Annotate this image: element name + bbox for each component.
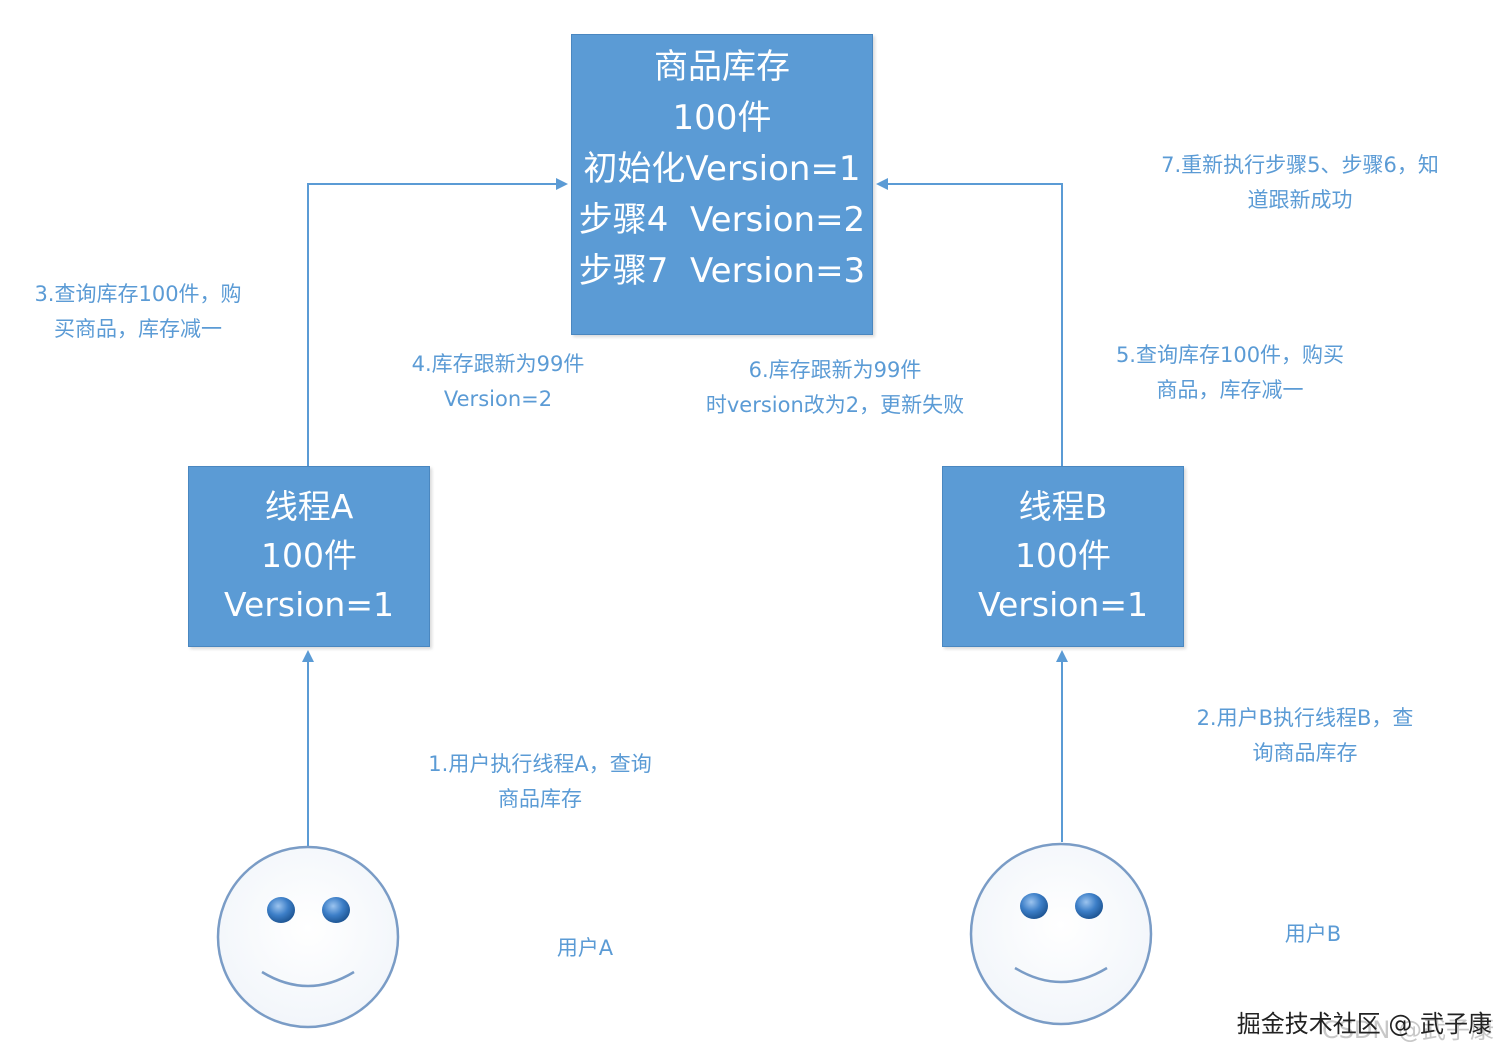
user-a-label: 用户A xyxy=(530,931,640,966)
arrow-thread-b-to-inventory xyxy=(876,178,1063,466)
step5-label-line: 商品，库存减一 xyxy=(1156,378,1304,402)
step1-label-line: 1.用户执行线程A，查询 xyxy=(428,752,652,776)
thread-b-title: 线程B xyxy=(1018,487,1108,526)
step4-label-line: Version=2 xyxy=(443,387,553,411)
step5-label-line: 5.查询库存100件，购买 xyxy=(1115,343,1345,367)
thread-a-title: 线程A xyxy=(264,487,354,526)
user-b-label-text: 用户B xyxy=(1284,922,1342,946)
step2-label-line: 询商品库存 xyxy=(1252,741,1358,765)
thread-b-box: 线程B 100件 Version=1 xyxy=(942,466,1184,647)
step6-label-line: 时version改为2，更新失败 xyxy=(705,393,965,417)
thread-a-box: 线程A 100件 Version=1 xyxy=(188,466,430,647)
inventory-version-init: 初始化Version=1 xyxy=(583,149,861,189)
user-a-label-text: 用户A xyxy=(556,936,614,960)
step1-label-line: 商品库存 xyxy=(498,787,582,811)
inventory-box: 商品库存 100件 初始化Version=1 步骤4 Version=2 步骤7… xyxy=(571,34,873,335)
thread-b-version: Version=1 xyxy=(978,585,1148,624)
step5-label: 5.查询库存100件，购买 商品，库存减一 xyxy=(1090,338,1370,408)
step6-label: 6.库存跟新为99件 时version改为2，更新失败 xyxy=(680,353,990,423)
step4-label-line: 4.库存跟新为99件 xyxy=(411,352,585,376)
inventory-version-step7: 步骤7 Version=3 xyxy=(578,251,866,291)
step2-label: 2.用户B执行线程B，查 询商品库存 xyxy=(1170,701,1440,771)
inventory-quantity: 100件 xyxy=(672,98,772,138)
watermark-juejin: 掘金技术社区 @ 武子康 xyxy=(1236,1010,1492,1038)
inventory-version-step4: 步骤4 Version=2 xyxy=(578,200,866,240)
step7-label-line: 道跟新成功 xyxy=(1247,188,1353,212)
inventory-title: 商品库存 xyxy=(654,47,790,87)
thread-a-quantity: 100件 xyxy=(261,536,357,575)
step3-label: 3.查询库存100件，购 买商品，库存减一 xyxy=(8,277,268,347)
thread-a-version: Version=1 xyxy=(224,585,394,624)
step2-label-line: 2.用户B执行线程B，查 xyxy=(1196,706,1414,730)
step3-label-line: 买商品，库存减一 xyxy=(54,317,222,341)
step1-label: 1.用户执行线程A，查询 商品库存 xyxy=(400,747,680,817)
step6-label-line: 6.库存跟新为99件 xyxy=(748,358,922,382)
step4-label: 4.库存跟新为99件 Version=2 xyxy=(378,347,618,417)
user-b-label: 用户B xyxy=(1258,917,1368,952)
step7-label: 7.重新执行步骤5、步骤6，知 道跟新成功 xyxy=(1130,148,1470,218)
step7-label-line: 7.重新执行步骤5、步骤6，知 xyxy=(1161,153,1439,177)
step3-label-line: 3.查询库存100件，购 xyxy=(34,282,242,306)
smiley-face-icon xyxy=(969,842,1153,1026)
watermark-csdn: CSDN @武子康 xyxy=(1321,1016,1494,1044)
arrow-thread-a-to-inventory xyxy=(307,178,568,466)
thread-b-quantity: 100件 xyxy=(1015,536,1111,575)
smiley-face-icon xyxy=(216,845,400,1029)
